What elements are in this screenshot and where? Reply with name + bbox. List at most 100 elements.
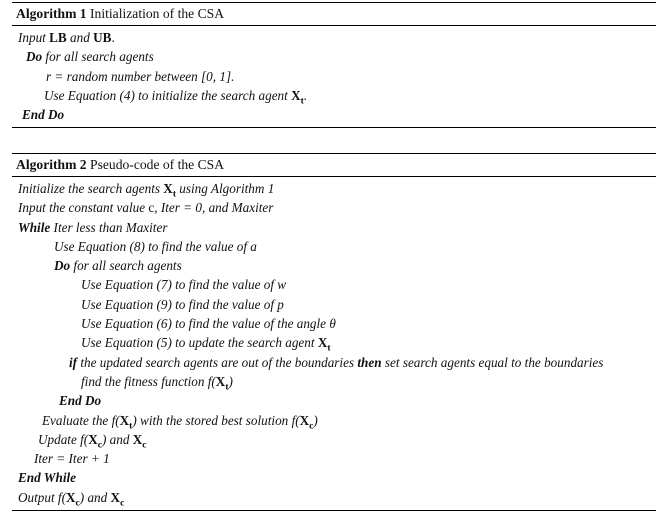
- text: Input: [18, 30, 50, 45]
- var-x: X: [119, 412, 130, 428]
- text: Output f(: [18, 489, 66, 505]
- line-initialize: Initialize the search agents Xt using Al…: [12, 179, 656, 200]
- line-end-while: End While: [12, 468, 656, 487]
- var-xt: Xt: [318, 335, 331, 354]
- var-xt: Xt: [215, 373, 229, 393]
- bottom-rule: [12, 127, 656, 129]
- var-xc: Xc: [66, 489, 80, 509]
- text: Use Equation (4) to initialize the searc…: [44, 87, 292, 103]
- line-use-eq8: Use Equation (8) to find the value of a: [12, 237, 656, 256]
- text: ): [313, 412, 318, 428]
- line-use-eq9: Use Equation (9) to find the value of p: [12, 295, 656, 314]
- caption-label: Algorithm 2: [16, 157, 87, 172]
- keyword-then: then: [357, 354, 382, 370]
- var-xc: Xc: [110, 489, 125, 509]
- text: ) with the stored best solution f(: [132, 412, 300, 428]
- line-input: Input LB and UB.: [12, 28, 656, 47]
- subscript-t: t: [172, 189, 176, 200]
- text: Initialize the search agents: [18, 181, 164, 196]
- text: Iter = Iter + 1: [34, 451, 110, 467]
- text: ): [228, 373, 233, 389]
- keyword-if: if: [69, 354, 78, 370]
- text: the updated search agents are out of the…: [77, 354, 358, 370]
- keyword-end-do: End Do: [59, 393, 102, 409]
- subscript-c: c: [120, 498, 125, 509]
- algorithm-1-box: Algorithm 1 Initialization of the CSA In…: [12, 2, 656, 129]
- line-do: Do for all search agents: [12, 256, 656, 275]
- text: Use Equation (8) to find the value of a: [54, 238, 257, 254]
- text: using Algorithm 1: [175, 181, 275, 196]
- line-random: r = random number between [0, 1].: [12, 67, 656, 86]
- text: Use Equation (5) to update the search ag…: [81, 335, 318, 351]
- var-xc: Xc: [132, 431, 147, 451]
- algorithm-1-body: Input LB and UB. Do for all search agent…: [12, 26, 656, 127]
- mid-rule: [12, 25, 656, 26]
- var-x: X: [215, 373, 226, 389]
- line-use-eq5: Use Equation (5) to update the search ag…: [12, 333, 656, 354]
- text: Use Equation (7) to find the value of w: [81, 277, 287, 293]
- line-input-constant: Input the constant value c, Iter = 0, an…: [12, 198, 656, 217]
- text: .: [111, 30, 115, 45]
- algorithm-1-caption: Algorithm 1 Initialization of the CSA: [12, 3, 656, 25]
- bottom-rule: [12, 510, 656, 512]
- text: for all search agents: [42, 49, 154, 65]
- subscript-t: t: [327, 344, 331, 355]
- line-update: Update f(Xc) and Xc: [12, 430, 656, 451]
- text: ) and: [79, 489, 111, 505]
- var-x: X: [110, 489, 121, 505]
- top-rule: [12, 2, 656, 3]
- line-output: Output f(Xc) and Xc: [12, 488, 656, 509]
- line-use-eq4: Use Equation (4) to initialize the searc…: [12, 86, 656, 107]
- ub-symbol: UB: [93, 30, 112, 45]
- caption-title: Pseudo-code of the CSA: [90, 157, 225, 172]
- subscript-t: t: [300, 96, 304, 107]
- text: r = random number between [0, 1].: [46, 68, 235, 84]
- line-evaluate: Evaluate the f(Xt) with the stored best …: [12, 411, 656, 432]
- text: set search agents equal to the boundarie…: [381, 354, 604, 370]
- line-do: Do for all search agents: [12, 47, 656, 66]
- lb-symbol: LB: [49, 30, 67, 45]
- text: Evaluate the f(: [42, 412, 120, 428]
- text: .: [303, 87, 308, 103]
- algorithm-2-caption: Algorithm 2 Pseudo-code of the CSA: [12, 154, 656, 176]
- constant-c: c: [148, 200, 155, 216]
- line-end-do: End Do: [12, 391, 656, 410]
- text: ) and: [101, 431, 133, 447]
- subscript-c: c: [309, 421, 314, 432]
- algorithm-2-box: Algorithm 2 Pseudo-code of the CSA Initi…: [12, 153, 656, 512]
- var-x: X: [299, 412, 310, 428]
- var-xt: Xt: [119, 412, 133, 432]
- var-xt: Xt: [291, 87, 304, 107]
- var-xc: Xc: [88, 432, 102, 451]
- mid-rule: [12, 176, 656, 177]
- var-x: X: [66, 489, 76, 505]
- caption-title: Initialization of the CSA: [90, 6, 225, 21]
- var-x: X: [291, 87, 301, 103]
- text: find the fitness function f(: [81, 373, 216, 389]
- line-fitness: find the fitness function f(Xt): [12, 372, 656, 393]
- keyword-do: Do: [54, 258, 71, 274]
- keyword-end-while: End While: [18, 470, 77, 486]
- var-xc: Xc: [299, 412, 314, 432]
- line-use-eq7: Use Equation (7) to find the value of w: [12, 275, 656, 294]
- algorithm-2-body: Initialize the search agents Xt using Al…: [12, 177, 656, 510]
- text: Input the constant value: [18, 200, 149, 216]
- text: Use Equation (6) to find the value of th…: [81, 316, 336, 332]
- subscript-c: c: [75, 498, 80, 509]
- text: Update f(: [38, 431, 89, 447]
- line-end-do: End Do: [12, 105, 656, 124]
- line-use-eq6: Use Equation (6) to find the value of th…: [12, 314, 656, 333]
- subscript-c: c: [142, 440, 147, 451]
- subscript-c: c: [97, 440, 102, 451]
- var-x: X: [163, 181, 173, 196]
- line-iter-increment: Iter = Iter + 1: [12, 449, 656, 468]
- caption-label: Algorithm 1: [16, 6, 87, 21]
- subscript-t: t: [129, 421, 133, 432]
- text: for all search agents: [70, 258, 182, 274]
- var-xt: Xt: [163, 181, 176, 200]
- var-x: X: [132, 431, 143, 447]
- line-if-boundaries: if the updated search agents are out of …: [12, 353, 656, 372]
- text: and: [66, 30, 94, 45]
- keyword-end-do: End Do: [22, 107, 65, 123]
- keyword-while: While: [18, 219, 51, 235]
